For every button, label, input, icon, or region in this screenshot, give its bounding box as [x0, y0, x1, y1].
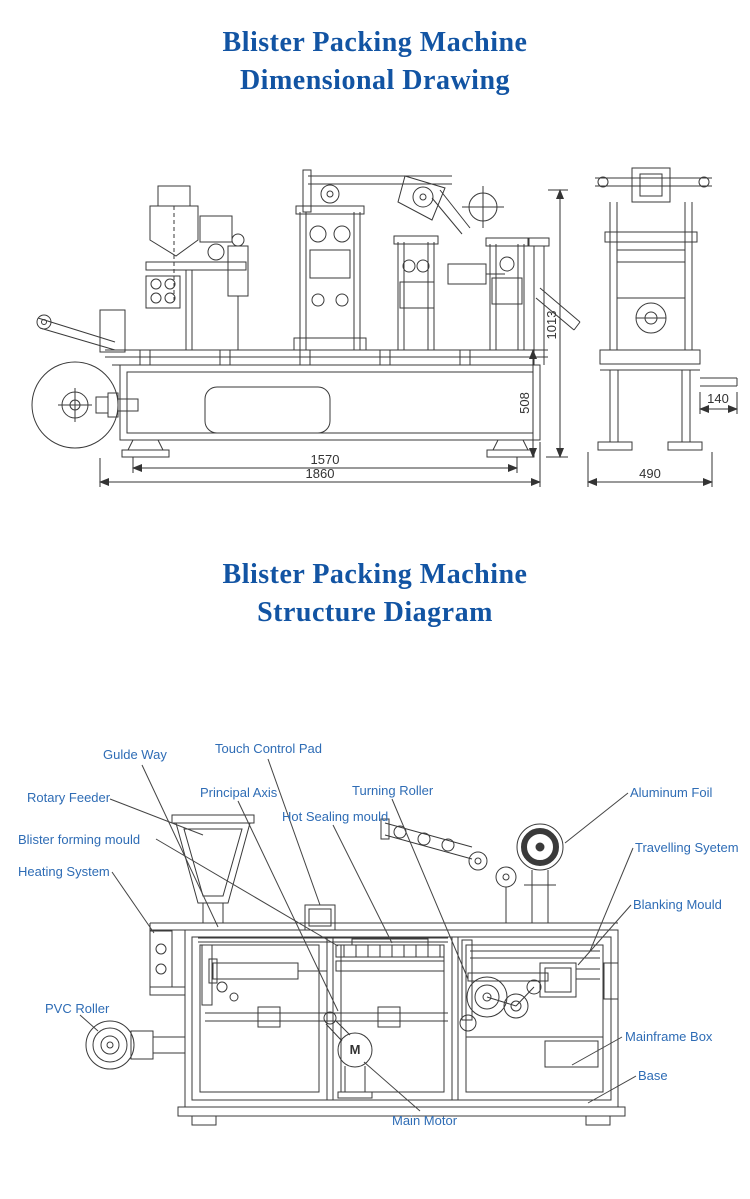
rotary-feeder-hopper — [171, 814, 255, 924]
mould-plates — [335, 938, 445, 972]
touch-control-box — [304, 904, 336, 931]
leader-mainframe-box — [571, 1036, 623, 1066]
label-pvc-roller: PVC Roller — [45, 1001, 110, 1016]
dimension-140 — [699, 392, 738, 414]
dim-140-label: 140 — [707, 391, 729, 406]
dimensional-title-line2: Dimensional Drawing — [239, 65, 511, 96]
label-blister-forming-mould: Blister forming mould — [18, 832, 141, 847]
label-base: Base — [638, 1068, 668, 1083]
leader-turning-roller — [391, 798, 469, 980]
leader-rotary-feeder — [109, 798, 204, 836]
dimension-1013 — [546, 189, 568, 458]
structure-diagram-svg: M — [79, 758, 637, 1126]
leader-aluminum-foil — [564, 792, 629, 844]
dimension-1570 — [132, 457, 518, 473]
dim-490-label: 490 — [639, 466, 661, 481]
structure-title-line1: Blister Packing Machine — [222, 559, 528, 590]
pvc-roller-symbol — [85, 1020, 185, 1070]
leader-blister-forming-mould — [155, 838, 339, 947]
leader-base — [587, 1075, 637, 1104]
label-heating-system: Heating System — [18, 864, 110, 879]
label-touch-control-pad: Touch Control Pad — [215, 741, 322, 756]
leader-main-motor — [363, 1061, 421, 1112]
leader-travelling-system — [589, 847, 634, 952]
dim-1570-label: 1570 — [311, 452, 340, 467]
turning-roller-assembly — [459, 972, 549, 1032]
motor-letter: M — [350, 1042, 361, 1057]
leader-lines — [79, 758, 637, 1112]
leader-principal-axis — [237, 800, 339, 1012]
hopper — [145, 185, 247, 350]
leader-heating-system — [111, 871, 155, 934]
structure-title: Blister Packing Machine Structure Diagra… — [0, 556, 750, 632]
dim-508-label: 508 — [517, 392, 532, 414]
structure-title-line2: Structure Diagram — [257, 597, 493, 628]
label-principal-axis: Principal Axis — [200, 785, 278, 800]
base-rail — [177, 1106, 626, 1126]
film-roll — [31, 361, 139, 449]
dim-1013-label: 1013 — [544, 311, 559, 340]
dimensional-drawing-svg: 1013 508 1570 1860 140 490 — [31, 167, 738, 487]
dimension-1860 — [99, 442, 541, 487]
label-guide-way: Gulde Way — [103, 747, 167, 762]
leader-blanking-mould — [577, 904, 632, 966]
label-mainframe-box: Mainframe Box — [625, 1029, 713, 1044]
leader-touch-control-pad — [267, 758, 321, 906]
leader-pvc-roller — [79, 1014, 99, 1032]
label-turning-roller: Turning Roller — [352, 783, 434, 798]
label-hot-sealing-mould: Hot Sealing mould — [282, 809, 389, 824]
leader-hot-sealing-mould — [332, 824, 393, 944]
leader-guide-way — [141, 764, 219, 928]
aluminum-foil-assembly — [380, 818, 564, 923]
heating-system-bracket — [149, 923, 186, 996]
front-view — [31, 169, 581, 458]
dimension-490 — [587, 452, 713, 487]
label-travelling-system: Travelling Syetem — [635, 840, 739, 855]
structure-machine — [85, 814, 626, 1126]
dimension-508 — [522, 349, 542, 458]
dimensional-title: Blister Packing Machine Dimensional Draw… — [0, 24, 750, 100]
dimensional-title-line1: Blister Packing Machine — [222, 27, 528, 58]
blanking-mould-block — [539, 962, 600, 998]
main-motor-symbol — [323, 1011, 373, 1099]
dim-1860-label: 1860 — [306, 466, 335, 481]
label-rotary-feeder: Rotary Feeder — [27, 790, 111, 805]
label-main-motor: Main Motor — [392, 1113, 458, 1128]
side-view — [595, 167, 738, 451]
label-blanking-mould: Blanking Mould — [633, 897, 722, 912]
label-aluminum-foil: Aluminum Foil — [630, 785, 713, 800]
